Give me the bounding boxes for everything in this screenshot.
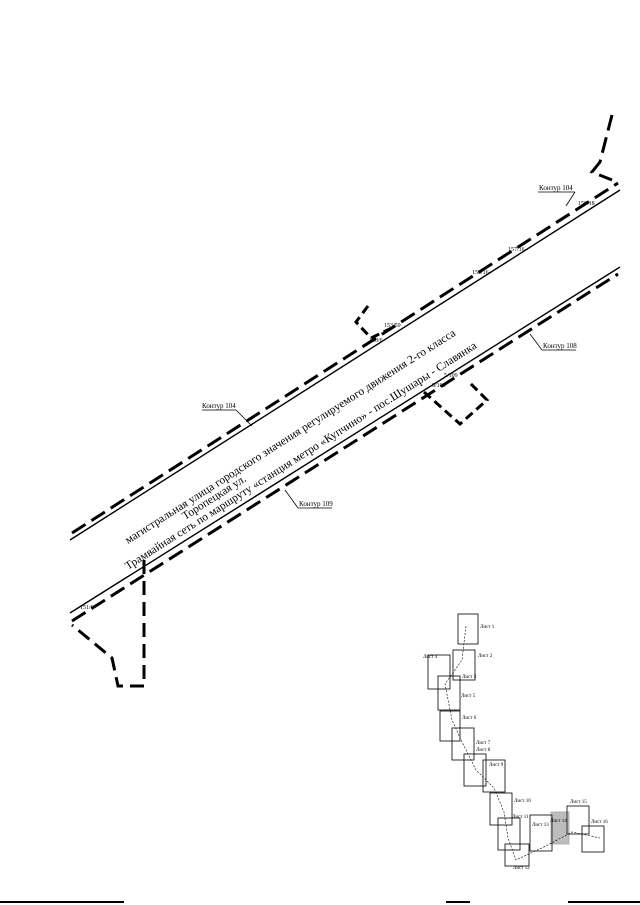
contour-109-label: Контур 109 <box>299 500 333 508</box>
sheet-overview-inset <box>427 613 605 867</box>
leader-c108-diag <box>529 333 543 351</box>
sheet-label: Лист 6 <box>462 716 477 721</box>
point-label: 151/6 <box>80 605 94 611</box>
contour-108-label: Контур 108 <box>543 342 577 350</box>
contour-104-label-top: Контур 104 <box>539 184 573 192</box>
sheet-label: Лист 1 <box>480 625 495 630</box>
point-label: 150/6 <box>369 338 383 344</box>
sheet-label: Лист 15 <box>570 800 587 805</box>
sheet-label: Лист 4 <box>423 655 438 660</box>
sheet-label: Лист 3 <box>462 675 477 680</box>
sheet-label: Лист 9 <box>489 763 504 768</box>
road-edge-north <box>69 189 621 541</box>
point-label: 150/18 <box>578 201 595 207</box>
point-label: 150/16 <box>472 270 489 276</box>
sheet-label: Лист 16 <box>591 820 608 825</box>
sheet-label: Лист 13 <box>532 823 549 828</box>
contour-109-protrusion <box>71 560 146 688</box>
tram-route-label: Трамвайная сеть по маршруту «станция мет… <box>123 340 479 573</box>
sheet-labels: Лист 1 Лист 2 Лист 3 Лист 4 Лист 5 Лист … <box>423 625 608 871</box>
contour-104-boundary <box>71 181 619 535</box>
leader-c109-diag <box>284 489 299 509</box>
leader-c104-left-diag <box>235 409 253 427</box>
contour-104-corner <box>589 114 614 182</box>
point-label: 5/109 <box>444 373 458 379</box>
point-label: 153/59 <box>384 323 401 329</box>
sheet-label: Лист 12 <box>513 866 530 871</box>
road-edge-south <box>69 266 621 614</box>
contour-108-notch <box>423 381 490 427</box>
leader-c104-top-diag <box>565 191 576 207</box>
point-label: 8/109 <box>432 383 446 389</box>
street-class-label: магистральная улица городского значения … <box>123 327 458 546</box>
sheet-label: Лист 14 <box>550 819 567 824</box>
sheet-label: Лист 10 <box>514 799 531 804</box>
contour-104-label-left: Контур 104 <box>202 402 236 410</box>
sheet-label: Лист 8 <box>476 748 491 753</box>
sheet-label: Лист 5 <box>461 694 476 699</box>
contour-104-notch <box>354 305 397 340</box>
sheet-label: Лист 7 <box>476 741 491 746</box>
point-label: 157/16 <box>508 247 525 253</box>
sheet-label: Лист 2 <box>478 654 493 659</box>
contour-108-boundary <box>71 272 619 623</box>
sheet-label: Лист 11 <box>512 815 529 820</box>
